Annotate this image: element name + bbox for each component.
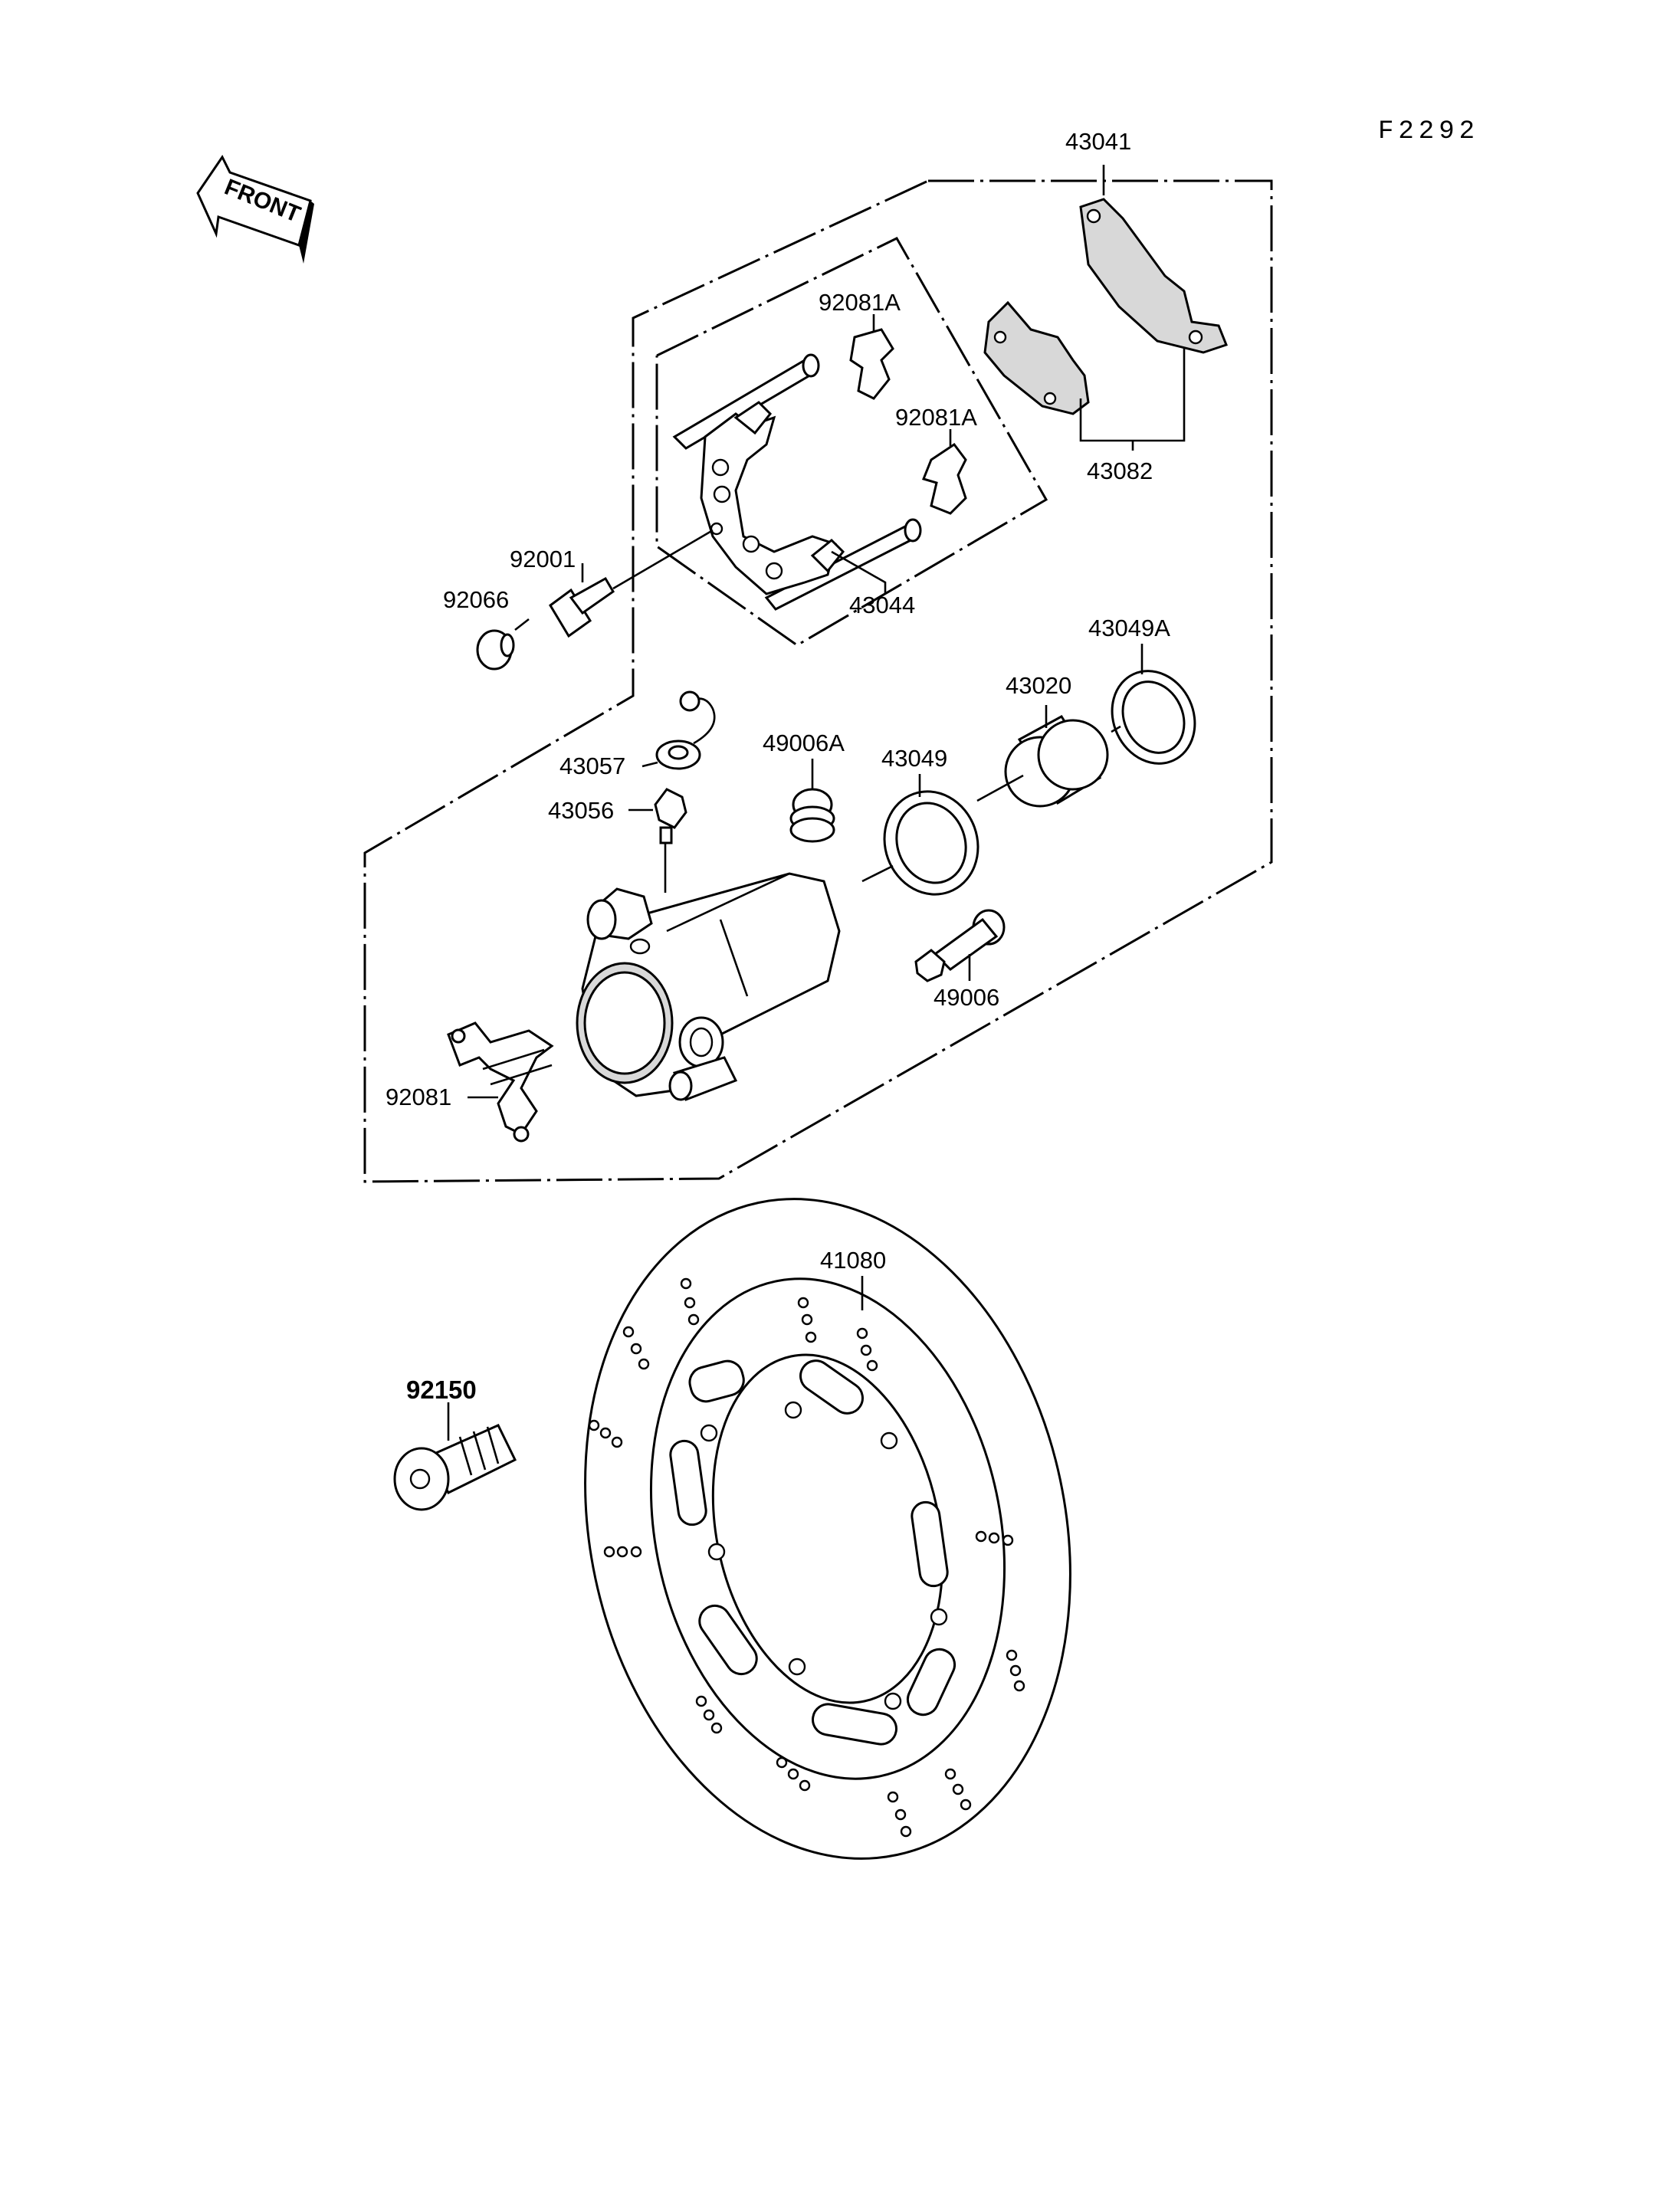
label-43056: 43056 xyxy=(548,797,614,824)
label-92001: 92001 xyxy=(510,546,576,572)
label-92081A-top: 92081A xyxy=(819,289,901,316)
pad-spring-92081A-mid xyxy=(921,442,967,515)
bleeder-cap-43057 xyxy=(655,690,716,770)
bracket-subassembly-outline xyxy=(655,237,1048,647)
label-43041: 43041 xyxy=(1065,128,1131,155)
pad-spring-92081 xyxy=(447,1021,554,1143)
seal-43049 xyxy=(883,790,979,896)
pad-spring-92081A-top xyxy=(849,328,894,400)
bolt-92001 xyxy=(549,576,615,638)
label-43044: 43044 xyxy=(849,592,915,618)
label-92081A-mid: 92081A xyxy=(895,404,977,431)
label-43057: 43057 xyxy=(559,753,625,779)
brake-pad-43041 xyxy=(1079,198,1228,354)
label-92150: 92150 xyxy=(406,1376,477,1404)
figure-code: F2292 xyxy=(1378,117,1479,146)
label-43020: 43020 xyxy=(1006,672,1071,699)
caliper-body xyxy=(576,872,841,1101)
bleeder-valve-43056 xyxy=(654,788,687,844)
bleeder-49006 xyxy=(914,909,1006,982)
label-92081: 92081 xyxy=(386,1084,451,1110)
boot-49006A xyxy=(789,788,835,843)
front-direction-arrow: FRONT xyxy=(196,155,314,264)
cap-92066 xyxy=(476,629,515,671)
disc-drill-holes xyxy=(588,1277,1025,1838)
label-43049: 43049 xyxy=(881,745,947,772)
label-49006: 49006 xyxy=(934,984,999,1011)
label-49006A: 49006A xyxy=(763,730,845,756)
brake-pad-43082 xyxy=(983,300,1090,415)
piston-43020 xyxy=(1004,715,1109,808)
label-43049A: 43049A xyxy=(1088,615,1170,641)
label-92066: 92066 xyxy=(443,586,509,613)
brake-disc-41080 xyxy=(584,1198,1071,1860)
label-41080: 41080 xyxy=(820,1247,886,1274)
label-43082: 43082 xyxy=(1087,457,1153,484)
seal-43049A xyxy=(1111,670,1196,765)
disc-bolt-92150 xyxy=(393,1424,517,1511)
caliper-bracket-43044 xyxy=(672,353,922,611)
caliper-assembly-outline xyxy=(363,179,1273,1183)
